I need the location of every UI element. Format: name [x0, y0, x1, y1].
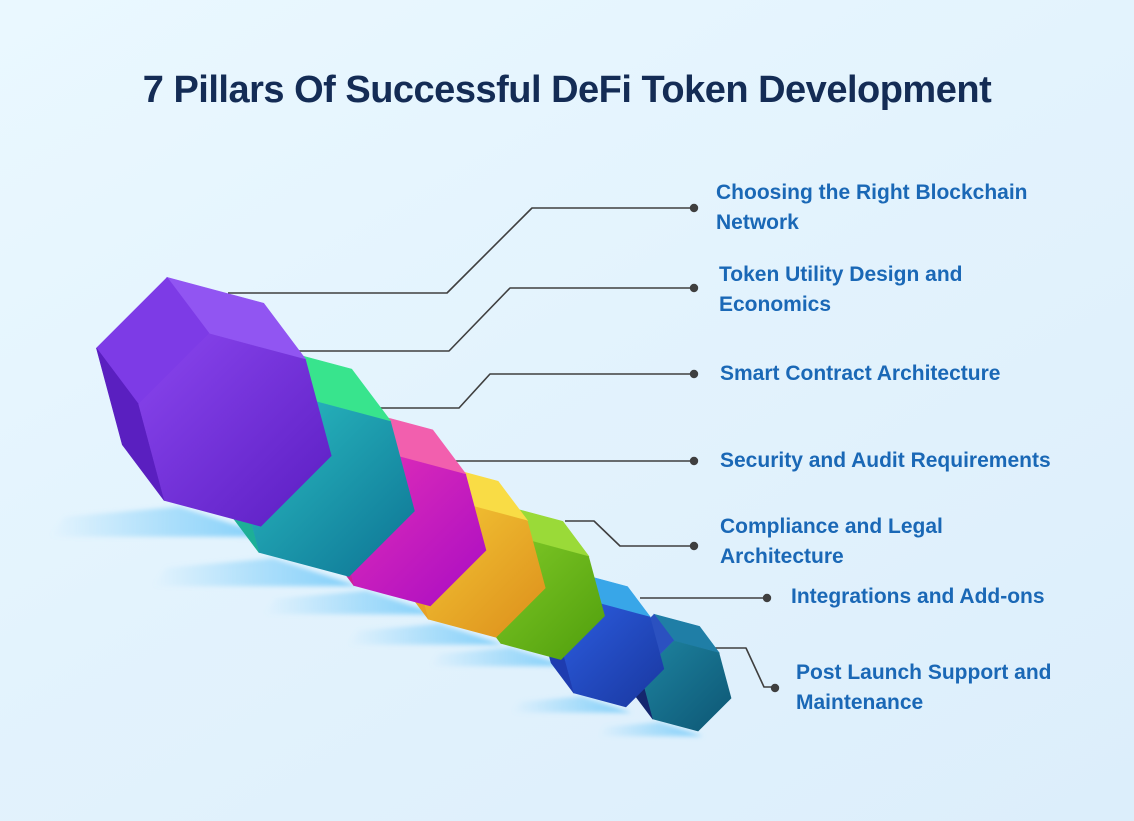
pillar-label-1: Choosing the Right Blockchain Network — [716, 181, 1028, 234]
connector-dot-6 — [762, 593, 772, 603]
connector-line-5 — [565, 520, 692, 547]
connector-dot-5 — [689, 541, 699, 551]
pillar-shadow-7 — [598, 722, 703, 737]
connector-line-2 — [285, 287, 692, 352]
pillar-shadow-1 — [49, 506, 271, 537]
connector-dot-7 — [770, 683, 780, 693]
pillar-shadow-3 — [263, 590, 439, 615]
pillar-label-6: Integrations and Add-ons — [791, 585, 1045, 608]
pillar-shadow-4 — [348, 623, 504, 645]
connector-dot-1 — [689, 203, 699, 213]
pillar-shadow-2 — [152, 558, 359, 587]
pillar-shadow-5 — [429, 647, 568, 667]
connector-line-7 — [712, 647, 772, 688]
connector-line-1 — [228, 207, 692, 294]
connector-dot-2 — [689, 283, 699, 293]
pillar-label-7: Post Launch Support and Maintenance — [796, 661, 1052, 714]
pillar-shadow-6 — [511, 696, 632, 713]
pillar-1 — [96, 276, 332, 527]
infographic-title: 7 Pillars Of Successful DeFi Token Devel… — [142, 69, 992, 112]
pillar-label-2: Token Utility Design and Economics — [719, 263, 963, 316]
pillar-label-4: Security and Audit Requirements — [720, 449, 1051, 472]
pillar-label-5: Compliance and Legal Architecture — [720, 515, 943, 568]
connector-line-3 — [356, 373, 692, 409]
connector-dot-3 — [689, 369, 699, 379]
connector-dot-4 — [689, 456, 699, 466]
pillar-label-3: Smart Contract Architecture — [720, 362, 1001, 385]
